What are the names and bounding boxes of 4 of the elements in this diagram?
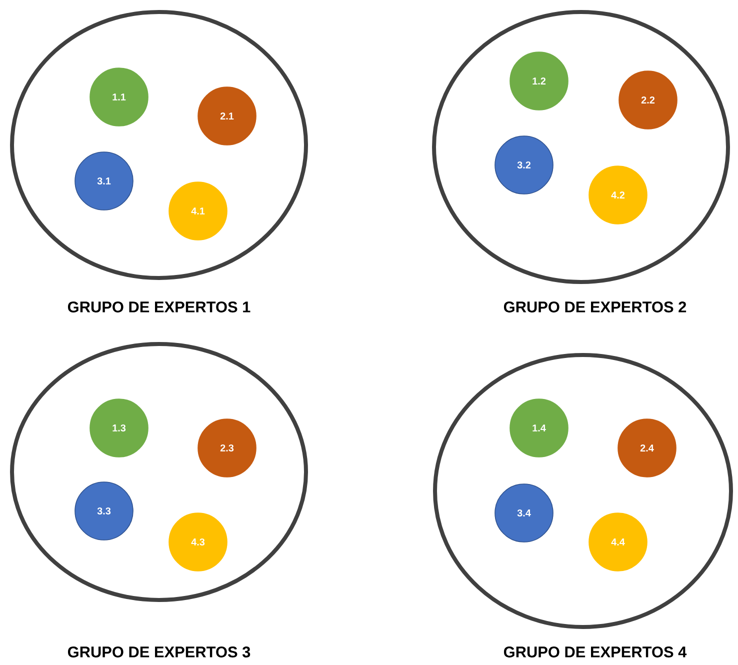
group-title: GRUPO DE EXPERTOS 1 xyxy=(68,302,250,312)
group-title: GRUPO DE EXPERTOS 3 xyxy=(68,646,250,658)
group-title: GRUPO DE EXPERTOS 4 xyxy=(504,646,687,658)
group-title: GRUPO DE EXPERTOS 2 xyxy=(504,302,686,312)
